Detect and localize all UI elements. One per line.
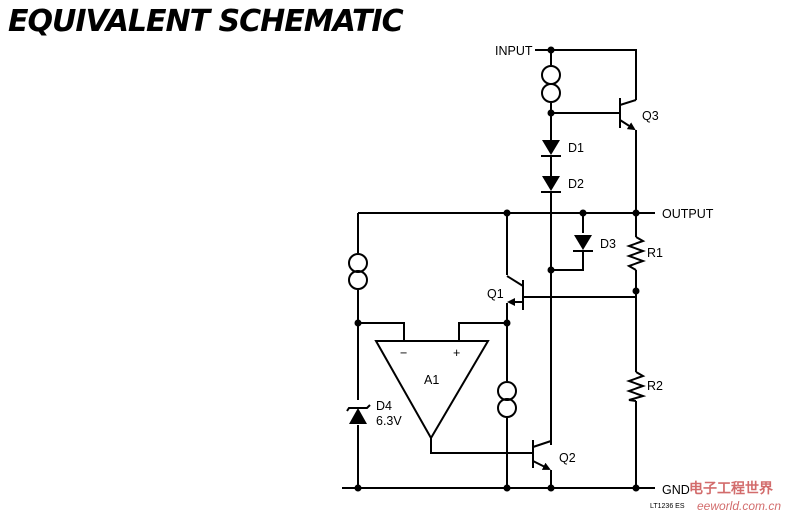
r1-label: R1 [647, 246, 663, 260]
transistor-q3 [619, 98, 637, 131]
d2-label: D2 [568, 177, 584, 191]
zener-diode-d4 [346, 404, 371, 424]
diode-d1 [541, 140, 561, 157]
wires [342, 49, 655, 489]
opamp-minus-label: − [400, 346, 407, 360]
diode-d3 [573, 235, 593, 252]
transistor-q2 [532, 440, 552, 470]
watermark-chinese: 电子工程世界 [689, 480, 774, 496]
d1-label: D1 [568, 141, 584, 155]
current-source-top [541, 65, 561, 103]
q1-label: Q1 [487, 287, 504, 301]
r2-label: R2 [647, 379, 663, 393]
current-source-left [348, 253, 368, 290]
opamp-a1 [374, 340, 490, 441]
watermark: 电子工程世界 eeworld.com.cn [689, 480, 781, 513]
resistor-r1 [626, 236, 646, 271]
current-source-mid [497, 381, 517, 418]
d3-label: D3 [600, 237, 616, 251]
d4-value-label: 6.3V [376, 414, 402, 428]
output-label: OUTPUT [662, 207, 714, 221]
opamp-label: A1 [424, 373, 439, 387]
input-label: INPUT [495, 44, 533, 58]
junction-dots [354, 46, 640, 492]
schematic-title: EQUIVALENT SCHEMATIC [8, 4, 404, 39]
gnd-label: GND [662, 483, 690, 497]
transistor-q1 [506, 275, 524, 310]
q2-label: Q2 [559, 451, 576, 465]
q3-label: Q3 [642, 109, 659, 123]
resistor-r2 [626, 371, 647, 402]
drawing-code-label: LT1236 ES [650, 503, 685, 510]
watermark-url: eeworld.com.cn [697, 499, 781, 513]
diode-d2 [541, 176, 561, 193]
opamp-plus-label: + [453, 346, 460, 360]
d4-label: D4 [376, 399, 392, 413]
